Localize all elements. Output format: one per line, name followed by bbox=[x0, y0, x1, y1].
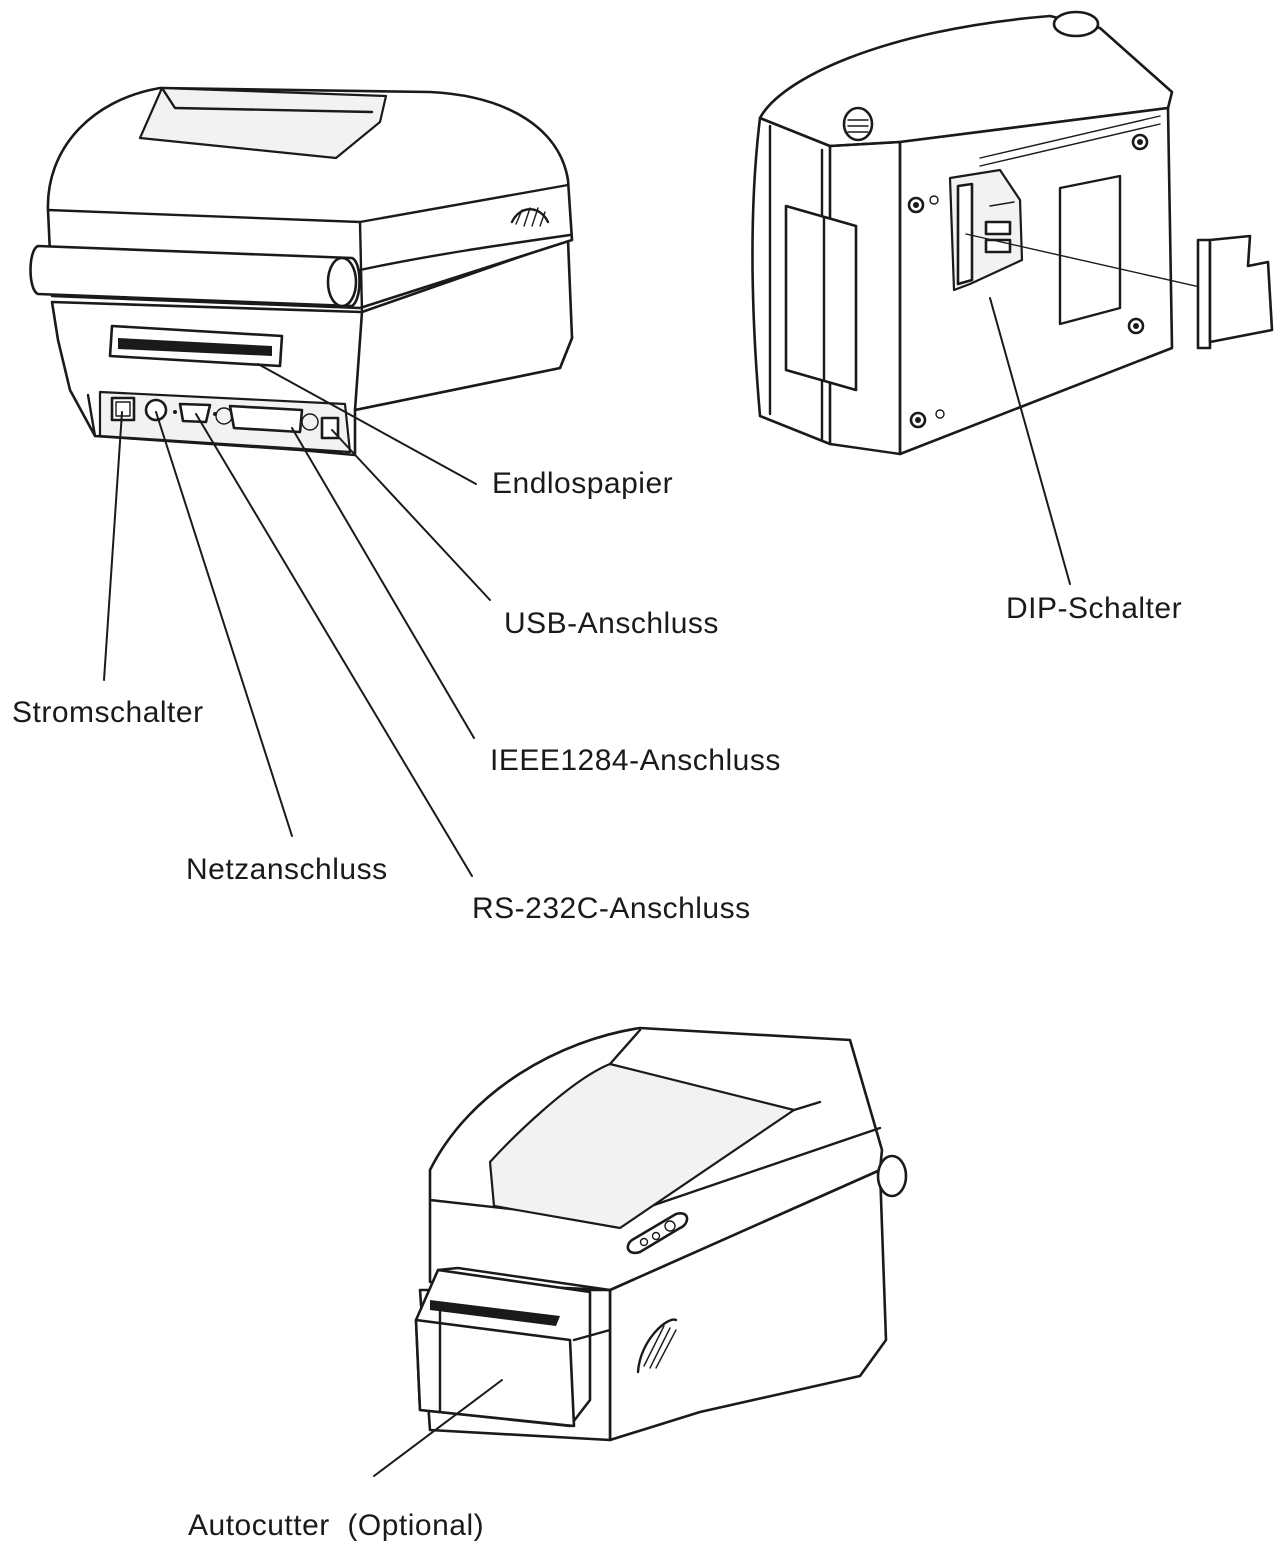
leader-netzanschluss bbox=[155, 411, 293, 837]
label-netzanschluss: Netzanschluss bbox=[186, 853, 388, 886]
leader-stromschalter bbox=[103, 411, 123, 681]
leader-rs232c bbox=[195, 413, 473, 877]
label-ieee1284: IEEE1284-Anschluss bbox=[490, 744, 781, 777]
leader-ieee1284 bbox=[291, 427, 475, 739]
leader-autocutter bbox=[373, 1379, 503, 1477]
printer-rear-view bbox=[29, 86, 574, 457]
label-endlospapier: Endlospapier bbox=[492, 467, 673, 500]
leader-dip bbox=[989, 297, 1071, 585]
label-usb: USB-Anschluss bbox=[504, 607, 719, 640]
label-autocutter: Autocutter (Optional) bbox=[188, 1509, 484, 1542]
label-stromschalter: Stromschalter bbox=[12, 696, 204, 729]
label-dip: DIP-Schalter bbox=[1006, 592, 1182, 625]
leader-usb bbox=[331, 429, 491, 601]
printer-front-view bbox=[414, 1026, 908, 1442]
label-rs232c: RS-232C-Anschluss bbox=[472, 892, 751, 925]
printer-bottom-view bbox=[751, 10, 1274, 456]
leader-endlospapier bbox=[257, 363, 477, 485]
